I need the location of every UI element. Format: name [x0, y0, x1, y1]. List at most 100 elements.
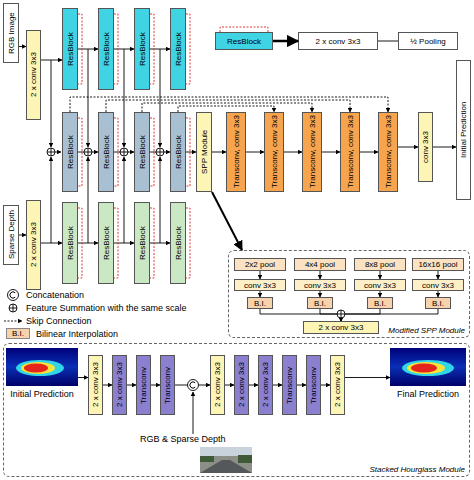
- flow-arrow: [114, 243, 134, 244]
- box-label: Transconv: [309, 366, 318, 403]
- box-label: 2 x conv 3x3: [213, 363, 222, 408]
- legend-text: Feature Summation with the same scale: [26, 303, 187, 314]
- fusion-wire: [51, 60, 52, 147]
- box-label: 2 x conv 3x3: [261, 363, 270, 408]
- conv-box: 2 x conv 3x3: [112, 355, 127, 415]
- flow-arrow: [360, 152, 378, 153]
- box-label: 2 x conv 3x3: [333, 363, 342, 408]
- box-label: 2 x conv 3x3: [316, 37, 361, 46]
- flow-arrow: [341, 309, 438, 321]
- flow-arrow: [78, 152, 98, 153]
- flow-arrow: [380, 291, 381, 297]
- depth-image: Final Prediction: [390, 348, 466, 400]
- box-label: 16x16 pool: [418, 260, 457, 269]
- flow-arrow: [320, 291, 321, 297]
- box-label: ResBlock: [102, 32, 111, 66]
- flow-arrow: [78, 49, 98, 50]
- box-label: conv 3x3: [364, 281, 396, 290]
- skip-connection: [142, 103, 312, 112]
- flow-arrow: [246, 152, 264, 153]
- box-label: Transconv, conv 3x3: [346, 116, 355, 189]
- box-label: 2 x conv 3x3: [319, 323, 364, 332]
- box-label: ResBlock: [174, 226, 183, 260]
- flow-arrow: [322, 152, 340, 153]
- flow-arrow: [127, 385, 136, 386]
- flow-arrow: [273, 40, 298, 43]
- flow-arrow: [151, 385, 160, 386]
- interp-box: B.I.: [425, 297, 451, 309]
- flow-arrow: [260, 291, 261, 297]
- box-label: Transconv: [163, 366, 172, 403]
- box-label: ResBlock: [174, 135, 183, 169]
- pool-box: 2x2 pool: [234, 258, 286, 271]
- flow-arrow: [345, 377, 390, 378]
- box-label: ResBlock: [66, 135, 75, 169]
- sum-symbol: [47, 148, 55, 156]
- flow-arrow: [19, 235, 26, 236]
- box-label: ResBlock: [138, 32, 147, 66]
- flow-arrow: [175, 385, 210, 386]
- box-label: ½ Pooling: [410, 37, 446, 46]
- box-label: Initial Prediction: [6, 389, 78, 400]
- flow-arrow: [321, 385, 330, 386]
- depth-picture: [6, 348, 78, 386]
- flow-arrow: [433, 147, 456, 148]
- resblock-box: ResBlock: [98, 8, 114, 90]
- box-label: ResBlock: [227, 37, 261, 46]
- conv-box: 2 x conv 3x3: [330, 355, 345, 415]
- conv-box: conv 3x3: [234, 279, 286, 291]
- flow-arrow: [260, 271, 261, 279]
- box-label: Initial Prediction: [459, 102, 468, 158]
- depth-picture: [390, 348, 466, 386]
- interp-box: B.I.: [247, 297, 273, 309]
- skip-sample: [4, 321, 22, 322]
- output-box: Initial Prediction: [456, 60, 471, 200]
- flow-arrow: [225, 385, 234, 386]
- flow-arrow: [19, 46, 26, 47]
- box-label: conv 3x3: [244, 281, 276, 290]
- spp-box: SPP Module: [196, 112, 212, 192]
- fusion-wire: [88, 49, 89, 147]
- resblock-box: ResBlock: [170, 202, 186, 284]
- conv-box: 2 x conv 3x3: [88, 355, 103, 415]
- flow-arrow: [273, 385, 282, 386]
- fusion-wire: [160, 157, 161, 243]
- legend-sample-label: B.I.: [6, 328, 30, 339]
- flow-arrow: [398, 147, 418, 148]
- box-label: Transconv, conv 3x3: [232, 116, 241, 189]
- conv-box: 2 x conv 3x3: [26, 30, 41, 120]
- box-label: 2 x conv 3x3: [29, 223, 38, 268]
- fusion-wire: [55, 152, 61, 153]
- pool-box: 16x16 pool: [412, 258, 464, 271]
- pool-box: 8x8 pool: [354, 258, 406, 271]
- resblock-box: ResBlock: [134, 202, 150, 284]
- flow-arrow: [212, 192, 242, 250]
- resblock-box: ResBlock: [134, 8, 150, 90]
- box-label: RGB & Sparse Depth: [140, 434, 226, 445]
- conv-box: 2 x conv 3x3: [303, 321, 379, 334]
- sum-symbol: [156, 148, 164, 156]
- pool-box: 4x4 pool: [294, 258, 346, 271]
- flow-arrow: [378, 41, 398, 42]
- flow-arrow: [41, 60, 62, 61]
- fusion-wire: [88, 157, 89, 243]
- input-box: Sparse Depth: [3, 205, 19, 265]
- box-label: 2x2 pool: [245, 260, 275, 269]
- box-label: RGB Image: [7, 12, 16, 54]
- flow-arrow: [150, 49, 170, 50]
- module-group: Modified SPP Module2x2 pool4x4 pool8x8 p…: [228, 250, 470, 338]
- skip-connection: [70, 97, 388, 112]
- input-box: RGB Image: [3, 3, 19, 63]
- conv-box: conv 3x3: [412, 279, 464, 291]
- box-label: ResBlock: [66, 226, 75, 260]
- resblock-box: ResBlock: [98, 202, 114, 284]
- flow-arrow: [438, 271, 439, 279]
- flow-arrow: [249, 385, 258, 386]
- rgb-picture: [200, 447, 252, 473]
- box-label: ResBlock: [174, 32, 183, 66]
- legend-text: Skip Connection: [26, 316, 92, 327]
- box-label: Transconv, conv 3x3: [308, 116, 317, 189]
- box-label: B.I.: [432, 299, 444, 308]
- input-wire: [193, 392, 194, 434]
